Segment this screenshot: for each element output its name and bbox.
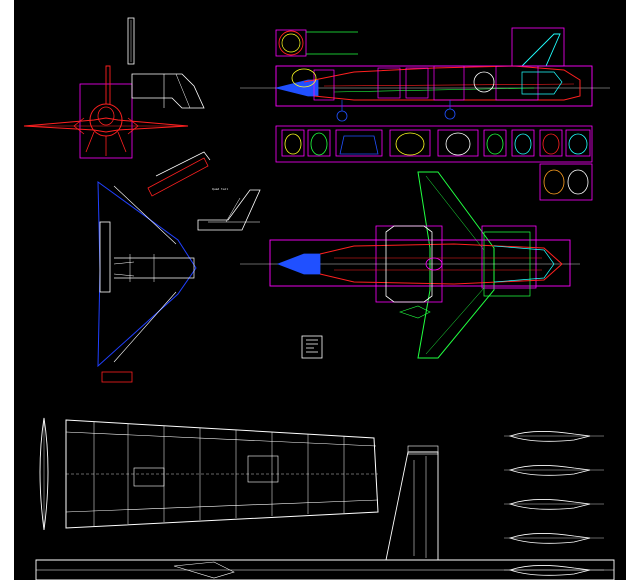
bottom-view-frame — [269, 239, 571, 287]
front-view — [23, 17, 205, 159]
vertical-fin-plan — [385, 445, 439, 561]
airfoil-profiles — [504, 431, 604, 576]
cad-drawing-viewport: Quad tail — [14, 0, 626, 580]
canopy-section-frame — [275, 29, 307, 57]
wing-planform — [65, 419, 379, 529]
side-view-fin — [520, 33, 561, 67]
cad-drawing: Quad tail — [23, 17, 615, 580]
bottom-view-nose — [276, 253, 321, 275]
red-part-callout — [101, 157, 209, 383]
wing-structure-plan — [35, 417, 615, 580]
cross-section-row — [275, 125, 593, 201]
front-view-tail-profile — [131, 73, 205, 109]
vertical-tail-detail: Quad tail — [197, 187, 261, 231]
title-block — [301, 335, 323, 359]
bottom-view-wing-green — [240, 171, 580, 359]
side-view-fuselage — [303, 65, 581, 101]
side-view — [240, 27, 610, 122]
top-view-wing-blue — [97, 151, 211, 383]
blue-wing-outline — [97, 181, 197, 368]
front-view-spar — [127, 17, 135, 65]
cross-section-frame — [275, 125, 593, 163]
bottom-view-fuselage — [319, 243, 563, 285]
green-wing-outline — [417, 171, 495, 359]
side-view-nose — [275, 79, 319, 97]
svg-text:Quad tail: Quad tail — [212, 187, 228, 191]
